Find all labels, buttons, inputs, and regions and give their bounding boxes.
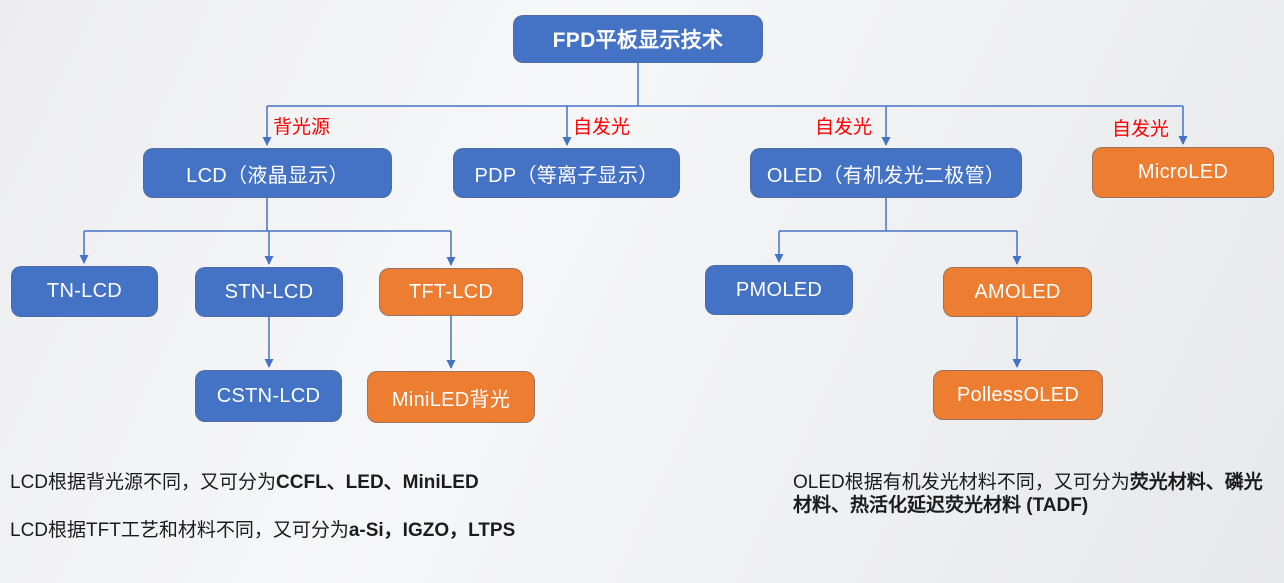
node-tn-lcd: TN-LCD — [11, 266, 158, 317]
node-oled: OLED（有机发光二极管） — [750, 148, 1022, 198]
node-fpd-root: FPD平板显示技术 — [513, 15, 763, 63]
note-lcd-tft-materials: LCD根据TFT工艺和材料不同，又可分为a-Si，IGZO，LTPS — [10, 519, 525, 542]
note-text: LCD根据TFT工艺和材料不同，又可分为 — [10, 520, 349, 541]
node-stn-lcd: STN-LCD — [195, 267, 343, 317]
edge-label-selfemissive-oled: 自发光 — [815, 117, 873, 138]
edge-label-selfemissive-microled: 自发光 — [1112, 119, 1170, 140]
note-oled-materials: OLED根据有机发光材料不同，又可分为荧光材料、磷光材料、热活化延迟荧光材料 (… — [793, 471, 1265, 517]
note-bold-text: CCFL、LED、MiniLED — [276, 472, 479, 493]
edge-label-backlight: 背光源 — [273, 117, 331, 138]
note-lcd-backlight-types: LCD根据背光源不同，又可分为CCFL、LED、MiniLED — [10, 471, 640, 494]
node-microled: MicroLED — [1092, 147, 1274, 198]
node-amoled: AMOLED — [943, 267, 1092, 317]
note-text: LCD根据背光源不同，又可分为 — [10, 472, 277, 493]
note-bold-text: a-Si，IGZO，LTPS — [348, 520, 516, 541]
node-pollessoled: PollessOLED — [933, 370, 1103, 420]
node-pdp: PDP（等离子显示） — [453, 148, 680, 198]
node-tft-lcd: TFT-LCD — [379, 268, 523, 316]
node-cstn-lcd: CSTN-LCD — [195, 370, 342, 422]
note-bold-text: 荧光材料、磷光材料、热活化延迟荧光材料 (TADF) — [793, 472, 1263, 516]
edge-label-selfemissive-pdp: 自发光 — [573, 117, 631, 138]
note-text: OLED根据有机发光材料不同，又可分为 — [793, 472, 1130, 493]
node-lcd: LCD（液晶显示） — [143, 148, 392, 198]
node-miniled-backlight: MiniLED背光 — [367, 371, 535, 423]
node-pmoled: PMOLED — [705, 265, 853, 315]
